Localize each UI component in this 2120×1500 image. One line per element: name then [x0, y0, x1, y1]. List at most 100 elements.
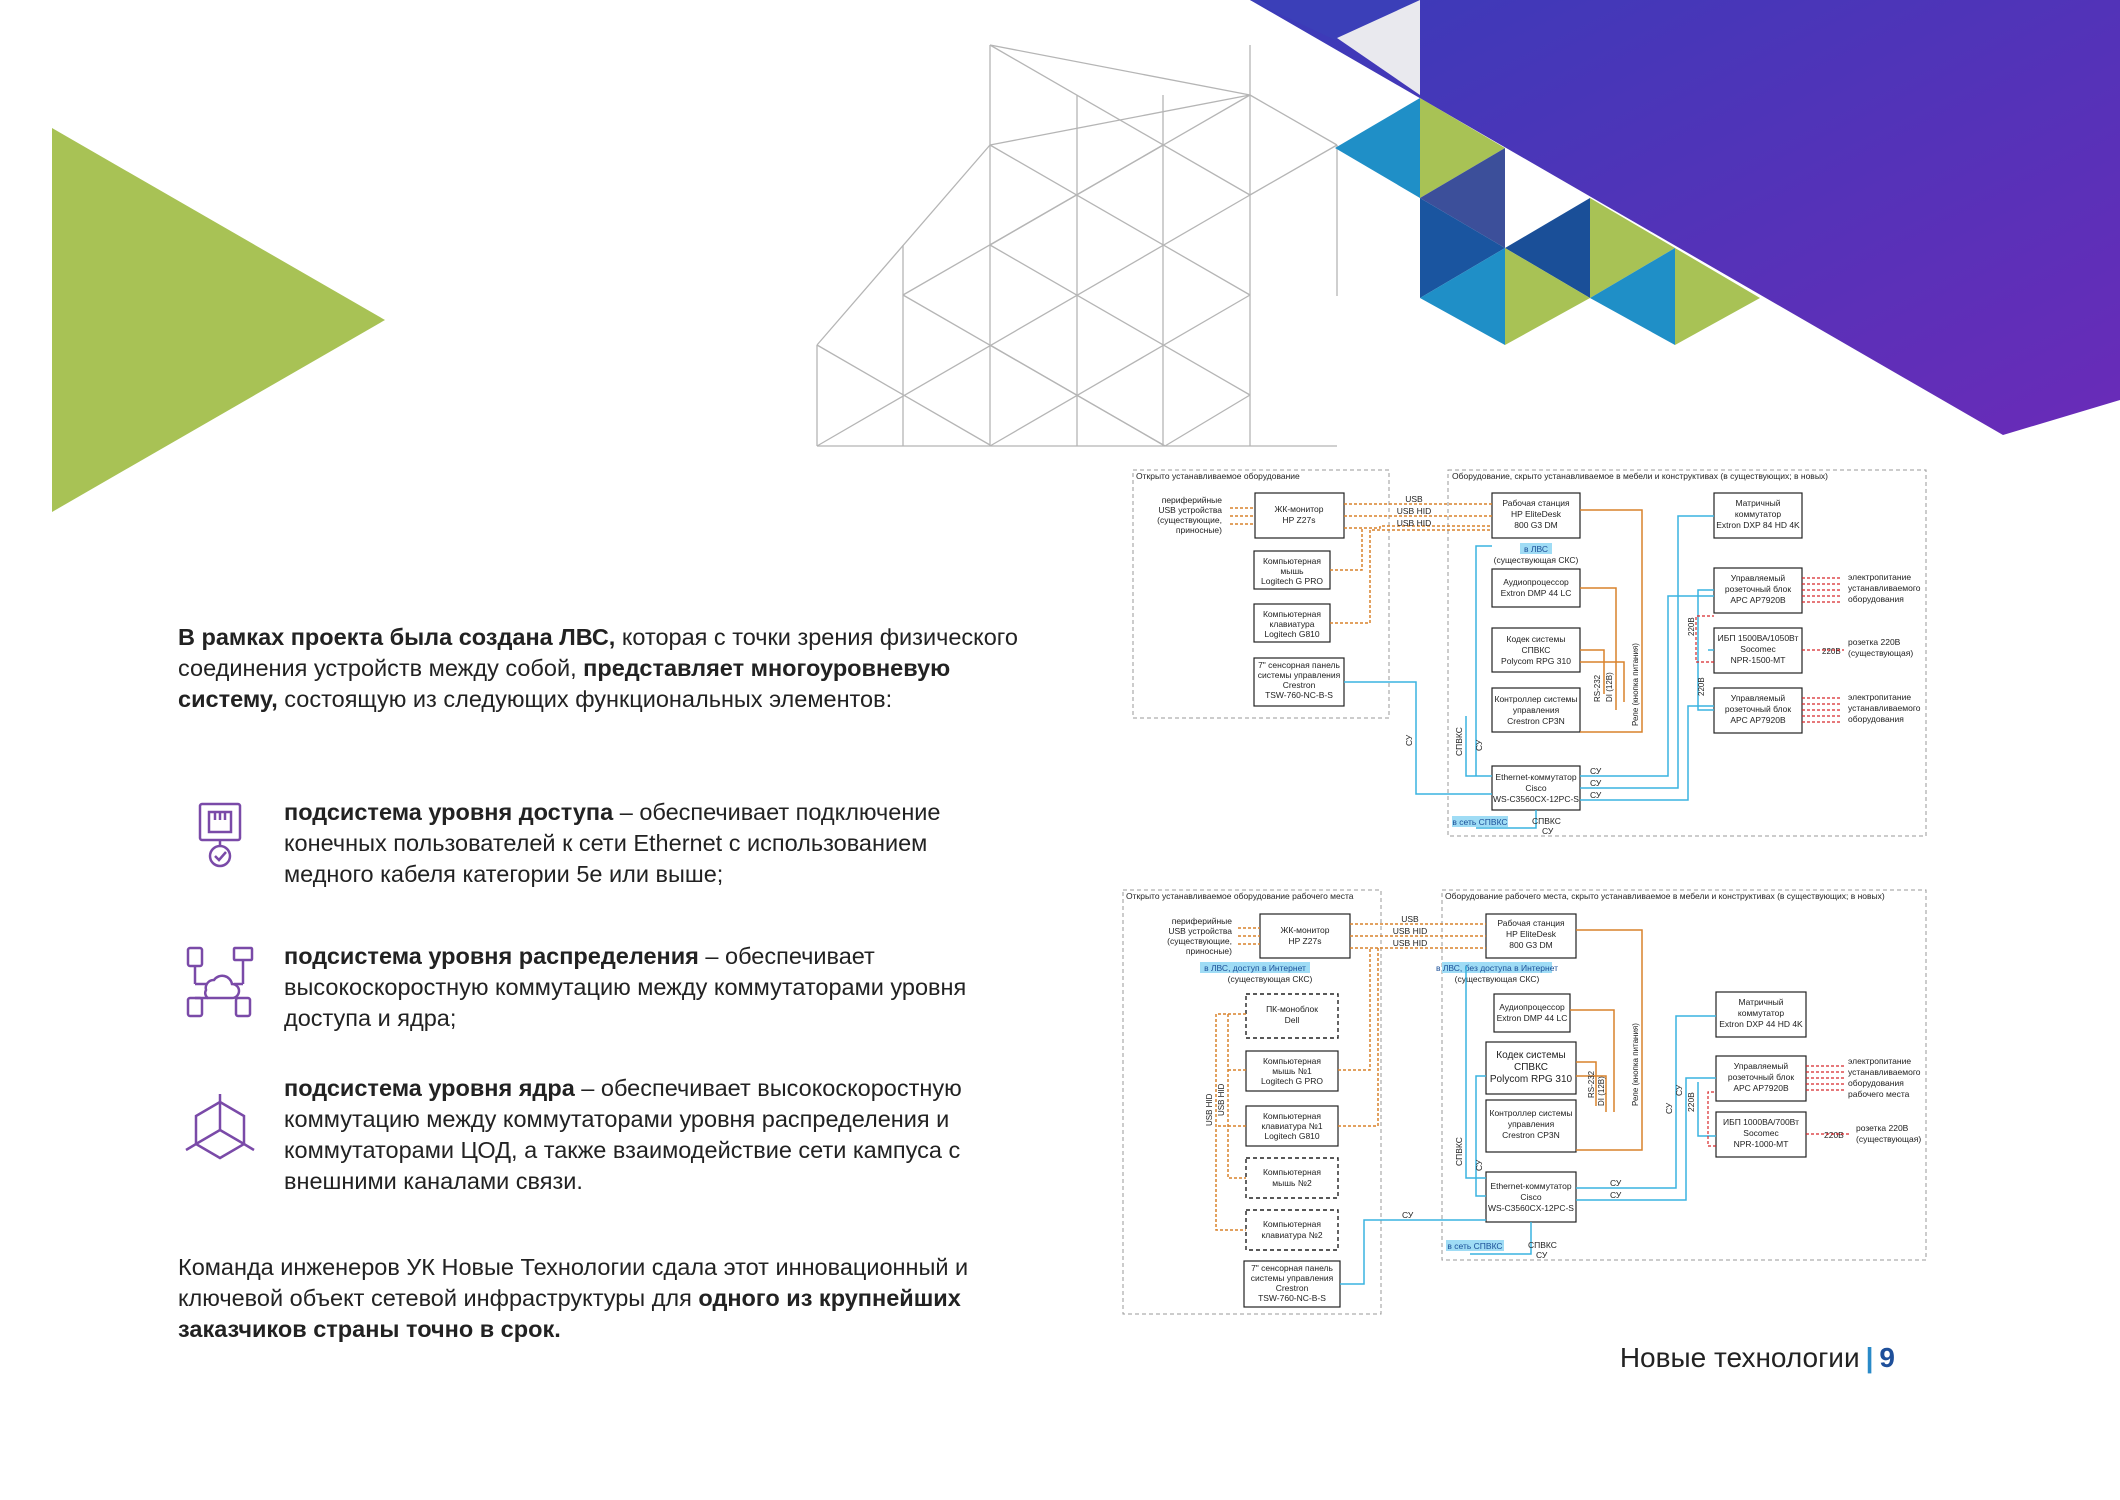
d2-lan-left: в ЛВС, доступ в Интернет: [1204, 963, 1306, 973]
d1-keyboard-box: [1253, 603, 1331, 643]
d2-panel-box: [1243, 1260, 1341, 1308]
subsystem-access: подсистема уровня доступа – обеспечивает…: [284, 797, 1014, 890]
d2-periph-2: USB устройства: [1168, 926, 1232, 936]
d2-ctrl-l1: Контроллер системы: [1490, 1108, 1573, 1118]
d2-ctrl-box: [1485, 1099, 1577, 1153]
d1-left-title: Открыто устанавливаемое оборудование: [1136, 471, 1300, 481]
d2-switch-box: [1485, 1171, 1577, 1223]
d2-ctrl-l2: управления: [1508, 1119, 1555, 1129]
d2-codec-l1: Кодек системы: [1496, 1050, 1565, 1061]
d2-ws-box: [1485, 913, 1577, 959]
d2-audio-box: [1493, 993, 1571, 1033]
d1-su-3: СУ: [1590, 790, 1602, 800]
d1-su-v: СУ: [1474, 739, 1484, 751]
d1-panel-l3: Crestron: [1283, 680, 1316, 690]
d2-su-3: СУ: [1402, 1210, 1414, 1220]
d1-panel-box: [1253, 657, 1345, 707]
d1-su-1: СУ: [1590, 766, 1602, 776]
d1-panel-l2: системы управления: [1258, 670, 1341, 680]
d1-audio-l1: Аудиопроцессор: [1503, 577, 1569, 587]
d2-power-l4: рабочего места: [1848, 1089, 1910, 1099]
d2-pc-l1: ПК-моноблок: [1266, 1004, 1318, 1014]
d1-socket-l2: (существующая): [1848, 648, 1913, 658]
subsystem-distribution-title: подсистема уровня распределения: [284, 943, 699, 969]
intro-bold-2: представляет многоуровневую систему,: [178, 655, 951, 712]
d1-pdu1-box: [1713, 567, 1803, 614]
d2-ups-l3: NPR-1000-MT: [1734, 1139, 1789, 1149]
network-distribution-icon: [186, 946, 254, 1018]
d2-hidden-zone: [1441, 889, 1927, 1261]
outro-paragraph: Команда инженеров УК Новые Технологии сд…: [178, 1252, 1018, 1345]
d1-power1-l2: устанавливаемого: [1848, 583, 1921, 593]
d1-lan-tag-bg: [1520, 543, 1552, 554]
d1-ctrl-l1: Контроллер системы: [1495, 694, 1578, 704]
d2-panel-l2: системы управления: [1251, 1273, 1334, 1283]
intro-text-2: состоящую из следующих функциональных эл…: [277, 686, 893, 712]
d1-monitor-l2: HP Z27s: [1283, 515, 1316, 525]
d2-ups-box: [1715, 1111, 1807, 1158]
d1-pdu1-l2: розеточный блок: [1725, 584, 1792, 594]
d2-switch-l1: Ethernet-коммутатор: [1490, 1181, 1571, 1191]
d2-kb2-l2: клавиатура №2: [1261, 1230, 1322, 1240]
d2-lan-right-sub: (существующая СКС): [1455, 974, 1540, 984]
d2-monitor-box: [1259, 913, 1351, 959]
d1-matrix-l2: коммутатор: [1735, 509, 1781, 519]
d2-socket-l2: (существующая): [1856, 1134, 1921, 1144]
d2-mouse1-box: [1245, 1050, 1339, 1092]
d1-220-3: 220В: [1822, 647, 1841, 656]
d2-su-2: СУ: [1610, 1190, 1622, 1200]
d1-right-title: Оборудование, скрыто устанавливаемое в м…: [1452, 471, 1828, 481]
outro-text: Команда инженеров УК Новые Технологии сд…: [178, 1254, 969, 1311]
d1-ctrl-l2: управления: [1513, 705, 1560, 715]
d1-audio-l2: Extron DMP 44 LC: [1501, 588, 1572, 598]
d1-socket-l1: розетка 220В: [1848, 637, 1901, 647]
d2-su-v3: СУ: [1674, 1084, 1684, 1096]
d2-pdu-box: [1715, 1055, 1807, 1102]
d2-power-l3: оборудования: [1848, 1078, 1904, 1088]
d1-periph-2: USB устройства: [1158, 505, 1222, 515]
d1-spvks-v: СПВКС: [1454, 727, 1464, 756]
d2-kb1-l3: Logitech G810: [1264, 1131, 1320, 1141]
d2-relay: Реле (кнопка питания): [1631, 1023, 1640, 1106]
d2-right-title: Оборудование рабочего места, скрыто уста…: [1445, 891, 1885, 901]
d1-kb-l3: Logitech G810: [1264, 629, 1320, 639]
d1-ctrl-l3: Crestron CP3N: [1507, 716, 1565, 726]
d1-lan-tag: в ЛВС: [1524, 544, 1548, 554]
subsystem-access-title: подсистема уровня доступа: [284, 799, 614, 825]
d1-matrix-l1: Матричный: [1735, 498, 1780, 508]
d2-pc-l2: Dell: [1285, 1015, 1300, 1025]
d1-ctrl-box: [1491, 687, 1581, 733]
d1-panel-l4: TSW-760-NC-B-S: [1265, 690, 1333, 700]
subsystem-core-text: – обеспечивает высокоскоростную коммутац…: [284, 1075, 962, 1194]
d2-su-v: СУ: [1474, 1159, 1484, 1171]
d2-spvks-v: СПВКС: [1454, 1137, 1464, 1166]
d1-power1-l3: оборудования: [1848, 594, 1904, 604]
access-device-icon: [198, 802, 242, 868]
d1-power1-l1: электропитание: [1848, 572, 1911, 582]
d1-pdu2-l2: розеточный блок: [1725, 704, 1792, 714]
d1-panel-l1: 7" сенсорная панель: [1258, 660, 1340, 670]
d2-usb-hid-v1: USB HID: [1205, 1093, 1214, 1126]
d1-power2-l3: оборудования: [1848, 714, 1904, 724]
intro-paragraph: В рамках проекта была создана ЛВС, котор…: [178, 622, 1018, 715]
d2-lan-right-bg: [1442, 962, 1552, 973]
d2-pdu-l1: Управляемый: [1734, 1061, 1789, 1071]
d2-ws-l3: 800 G3 DM: [1509, 940, 1552, 950]
d1-su-left: СУ: [1404, 734, 1414, 746]
d1-pdu2-l1: Управляемый: [1731, 693, 1786, 703]
blue-tri-1: [1335, 98, 1420, 198]
green-tri-2: [1590, 198, 1675, 298]
d1-pdu1-l1: Управляемый: [1731, 573, 1786, 583]
light-gray-triangle: [1337, 0, 1420, 95]
d1-su-2: СУ: [1590, 778, 1602, 788]
d1-codec-l1: Кодек системы: [1507, 634, 1566, 644]
d2-socket-l1: розетка 220В: [1856, 1123, 1909, 1133]
d1-periph-3: (существующие,: [1157, 515, 1222, 525]
d1-usb-hid-1: USB HID: [1397, 506, 1431, 516]
d1-monitor-l1: ЖК-монитор: [1275, 504, 1324, 514]
d2-periph-3: (существующие,: [1167, 936, 1232, 946]
d2-mouse1-l1: Компьютерная: [1263, 1056, 1321, 1066]
d1-ws-box: [1491, 492, 1581, 539]
d2-monitor-l2: HP Z27s: [1289, 936, 1322, 946]
d1-220-1: 220В: [1687, 617, 1696, 636]
